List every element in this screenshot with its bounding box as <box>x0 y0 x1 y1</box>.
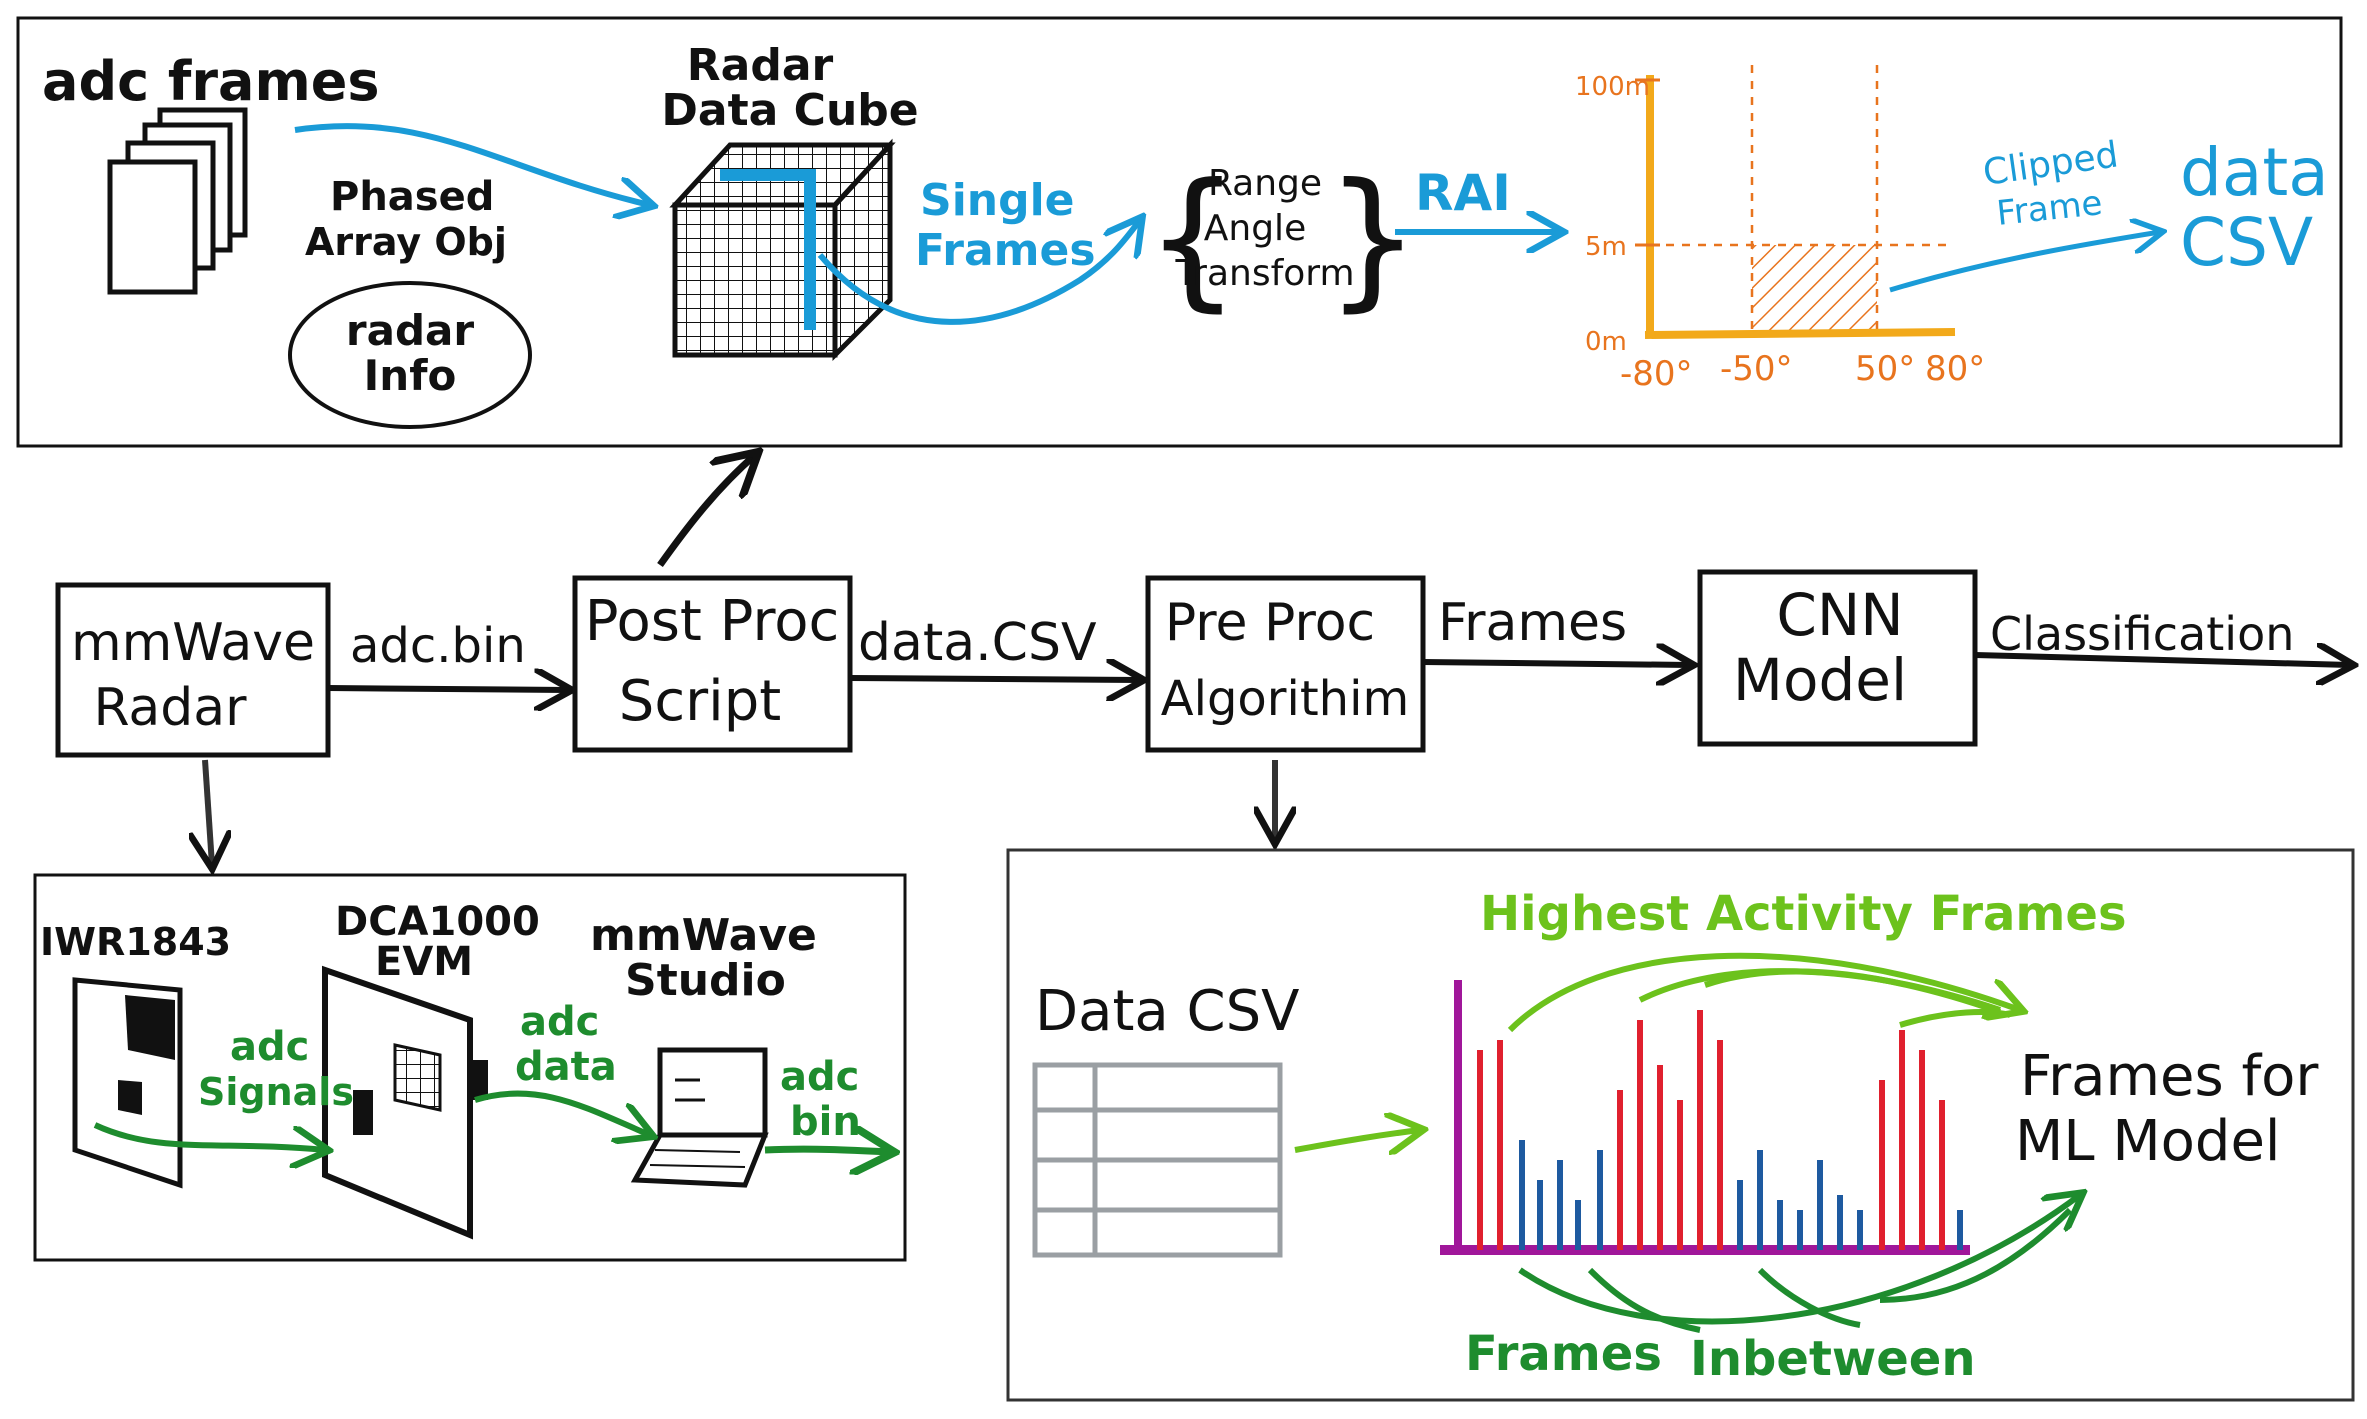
cube-to-transform-arrow <box>817 220 1140 325</box>
single-frames-label-1: Single <box>920 175 1075 226</box>
postproc-up-arrow <box>657 455 755 568</box>
classification-label: Classification <box>1990 607 2294 661</box>
adc-bin-green-label-2: bin <box>790 1099 861 1145</box>
pre-proc-label-2: Algorithim <box>1161 671 1409 727</box>
top-panel-frame <box>16 16 2343 448</box>
adc-to-cube-arrow <box>294 123 650 205</box>
dca1000-board-icon <box>322 965 488 1240</box>
rai-plot-x-axis <box>1644 328 1956 339</box>
transform-close-brace: } <box>1325 152 1420 326</box>
frames-arrow <box>1422 662 1690 665</box>
cnn-model-label-1: CNN <box>1776 581 1903 649</box>
radar-info-label-2: Info <box>364 351 457 400</box>
adc-frames-stack-icon <box>107 107 248 295</box>
adc-bin-green-arrow <box>764 1149 890 1152</box>
radar-info-ellipse <box>288 281 532 429</box>
x-tick-neg50: -50° <box>1720 349 1793 389</box>
transform-label-1: Range <box>1208 163 1322 204</box>
post-proc-label-2: Script <box>619 669 781 734</box>
y-tick-5m: 5m <box>1585 232 1627 262</box>
adc-data-arrow <box>474 1090 650 1135</box>
classification-arrow <box>1974 655 2350 665</box>
mmwave-radar-box <box>55 582 331 758</box>
frames-inbetween-arrows <box>1518 1195 2080 1333</box>
radar-data-cube-icon <box>669 138 896 362</box>
adc-data-label-2: data <box>515 1044 617 1090</box>
iwr1843-label: IWR1843 <box>40 920 231 964</box>
adc-frames-label: adc frames <box>42 50 380 113</box>
x-tick-80: 80° <box>1925 349 1985 389</box>
adc-bin-green-label-1: adc <box>780 1054 859 1100</box>
mmwave-studio-label-2: Studio <box>625 955 786 1006</box>
adc-signals-arrow <box>93 1122 325 1150</box>
transform-label-2: Angle <box>1204 208 1306 249</box>
transform-open-brace: { <box>1145 152 1240 326</box>
adc-signals-label-2: Signals <box>198 1070 354 1114</box>
mmwave-radar-label-2: Radar <box>93 678 247 738</box>
post-proc-label-1: Post Proc <box>585 589 840 654</box>
cnn-model-label-2: Model <box>1733 646 1907 714</box>
top-data-csv-label-1: data <box>2180 134 2329 211</box>
phased-array-label-1: Phased <box>330 174 494 220</box>
mmwave-studio-label-1: mmWave <box>590 910 817 961</box>
iwr1843-board-icon <box>72 977 183 1189</box>
clipped-region-hatch <box>1752 245 1877 335</box>
frames-inbetween-label-2: Inbetween <box>1690 1331 1976 1387</box>
mmwave-radar-label-1: mmWave <box>71 613 315 673</box>
adc-signals-label-1: adc <box>230 1024 309 1070</box>
dca1000-label-1: DCA1000 <box>335 899 540 945</box>
frames-label: Frames <box>1438 593 1627 653</box>
hardware-panel-frame <box>33 873 907 1262</box>
clipped-frame-label-2: Frame <box>1995 183 2105 234</box>
activity-bar-chart <box>1440 980 1970 1255</box>
preproc-panel-frame <box>1006 848 2355 1402</box>
y-tick-0m: 0m <box>1585 327 1627 357</box>
pre-proc-box <box>1145 575 1426 753</box>
csv-to-bars-arrow <box>1294 1130 1420 1150</box>
rai-plot: 100m 5m 0m -80° -50° 50° 80° <box>1575 65 1985 394</box>
adc-data-label-1: adc <box>520 999 599 1045</box>
radar-data-cube-label-2: Data Cube <box>661 85 918 136</box>
frames-for-ml-label-2: ML Model <box>2015 1109 2280 1174</box>
cnn-model-box <box>1697 569 1978 747</box>
data-csv-arrow <box>849 678 1140 680</box>
adc-bin-arrow <box>327 688 568 690</box>
top-data-csv-label-2: CSV <box>2180 204 2313 281</box>
data-csv-label: data.CSV <box>858 613 1097 673</box>
radar-down-arrow <box>205 759 212 865</box>
radar-data-cube-label-1: Radar <box>687 40 834 91</box>
x-tick-neg80: -80° <box>1620 354 1693 394</box>
preproc-data-csv-label: Data CSV <box>1035 979 1299 1044</box>
highest-activity-arrows <box>1507 952 2020 1033</box>
y-tick-100m: 100m <box>1575 72 1650 102</box>
highest-activity-label: Highest Activity Frames <box>1480 886 2127 942</box>
transform-label-3: Transform <box>1174 253 1354 294</box>
laptop-icon <box>630 1047 769 1188</box>
csv-table-icon <box>1032 1062 1283 1258</box>
frames-for-ml-label-1: Frames for <box>2020 1044 2319 1109</box>
phased-array-label-2: Array Obj <box>305 220 507 264</box>
x-tick-50: 50° <box>1855 349 1915 389</box>
single-frames-label-2: Frames <box>915 225 1096 276</box>
adc-bin-label: adc.bin <box>350 618 526 674</box>
pre-proc-label-1: Pre Proc <box>1165 593 1375 653</box>
dca1000-label-2: EVM <box>375 939 473 985</box>
post-proc-box <box>572 575 853 753</box>
clipped-frame-arrow <box>1889 232 2160 293</box>
radar-info-label-1: radar <box>346 306 474 355</box>
frames-inbetween-label-1: Frames <box>1465 1326 1662 1382</box>
rai-label: RAI <box>1415 164 1511 222</box>
